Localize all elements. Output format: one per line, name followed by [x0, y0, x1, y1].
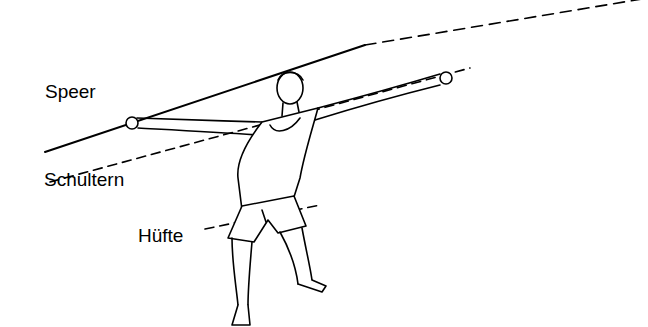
back-arm [138, 128, 258, 135]
front-leg [280, 228, 312, 284]
shorts-fold [262, 210, 266, 222]
spear-extension [365, 0, 648, 45]
back-arm [137, 118, 262, 122]
part-label: Schultern [44, 170, 124, 189]
spear-line [45, 45, 365, 152]
part-label: Hüfte [138, 226, 183, 245]
back-leg [232, 238, 252, 305]
back-hand [126, 117, 138, 129]
torso [238, 108, 318, 210]
front-hand [440, 72, 452, 84]
front-arm [318, 74, 440, 108]
shirt-collar [270, 118, 300, 131]
head [277, 72, 303, 104]
hair [278, 73, 303, 81]
part-label: Speer [45, 82, 96, 101]
front-arm [315, 85, 440, 120]
front-foot [298, 280, 326, 292]
back-foot [232, 305, 250, 325]
shorts [228, 196, 306, 242]
